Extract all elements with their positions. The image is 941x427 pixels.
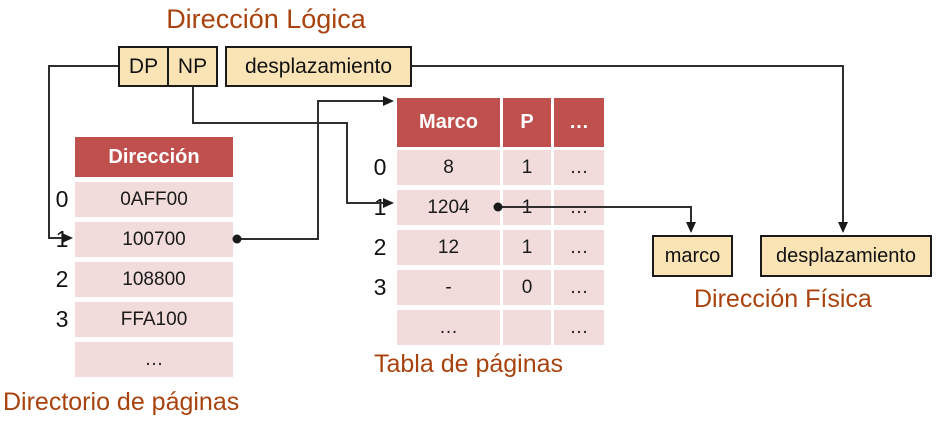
row-index xyxy=(49,342,75,377)
directory-entry: 100700 xyxy=(75,222,233,257)
etc-cell: … xyxy=(554,150,604,185)
page-directory-table: Dirección 0 0AFF00 1 100700 2 108800 3 F… xyxy=(49,137,233,382)
directory-entry: 0AFF00 xyxy=(75,182,233,217)
physical-marco-box: marco xyxy=(652,235,733,277)
row-index: 3 xyxy=(55,306,69,332)
page-table: Marco P … 0 8 1 … 1 1204 1 … 2 12 1 … 3 … xyxy=(363,98,604,350)
pagetable-caption: Tabla de páginas xyxy=(374,350,564,378)
p-cell: 1 xyxy=(503,230,551,265)
etc-cell: … xyxy=(554,230,604,265)
table-row: 0 0AFF00 xyxy=(49,182,233,217)
p-cell: 1 xyxy=(503,190,551,225)
table-row: … … xyxy=(363,310,604,345)
p-cell: 1 xyxy=(503,150,551,185)
p-cell xyxy=(503,310,551,345)
table-row: 3 - 0 … xyxy=(363,270,604,305)
marco-cell: 8 xyxy=(397,150,500,185)
table-row: 1 1204 1 … xyxy=(363,190,604,225)
marco-cell: 1204 xyxy=(397,190,500,225)
row-index: 3 xyxy=(373,274,387,300)
p-cell: 0 xyxy=(503,270,551,305)
row-index: 1 xyxy=(373,194,387,220)
directory-entry: … xyxy=(75,342,233,377)
table-row: 0 8 1 … xyxy=(363,150,604,185)
table-row: … xyxy=(49,342,233,377)
np-field: NP xyxy=(167,46,218,87)
offset-field: desplazamiento xyxy=(225,46,412,87)
table-row: 1 100700 xyxy=(49,222,233,257)
row-index xyxy=(363,310,397,345)
dp-field: DP xyxy=(118,46,169,87)
table-row: 2 12 1 … xyxy=(363,230,604,265)
etc-cell: … xyxy=(554,310,604,345)
marco-cell: - xyxy=(397,270,500,305)
row-index: 0 xyxy=(373,154,387,180)
directory-caption: Directorio de páginas xyxy=(3,388,240,416)
row-index: 2 xyxy=(373,234,387,260)
pagetable-header-etc: … xyxy=(554,98,604,147)
arrowhead-into-offset-box-icon xyxy=(838,222,848,233)
physical-address-caption: Dirección Física xyxy=(694,285,872,313)
row-index: 0 xyxy=(55,186,69,212)
logical-address-fields: DP NP desplazamiento xyxy=(118,46,412,87)
directory-entry: 108800 xyxy=(75,262,233,297)
table-row: 3 FFA100 xyxy=(49,302,233,337)
row-index: 1 xyxy=(55,226,69,252)
row-index: 2 xyxy=(55,266,69,292)
pagetable-header-p: P xyxy=(503,98,551,147)
marco-cell: … xyxy=(397,310,500,345)
physical-offset-box: desplazamiento xyxy=(760,235,932,277)
directory-header: Dirección xyxy=(75,137,233,177)
etc-cell: … xyxy=(554,190,604,225)
pagetable-header-marco: Marco xyxy=(397,98,500,147)
marco-cell: 12 xyxy=(397,230,500,265)
etc-cell: … xyxy=(554,270,604,305)
arrowhead-into-marco-box-icon xyxy=(686,222,696,233)
table-row: 2 108800 xyxy=(49,262,233,297)
directory-entry: FFA100 xyxy=(75,302,233,337)
junction-dot-directory-row1 xyxy=(232,234,242,244)
logical-address-title: Dirección Lógica xyxy=(166,4,366,34)
